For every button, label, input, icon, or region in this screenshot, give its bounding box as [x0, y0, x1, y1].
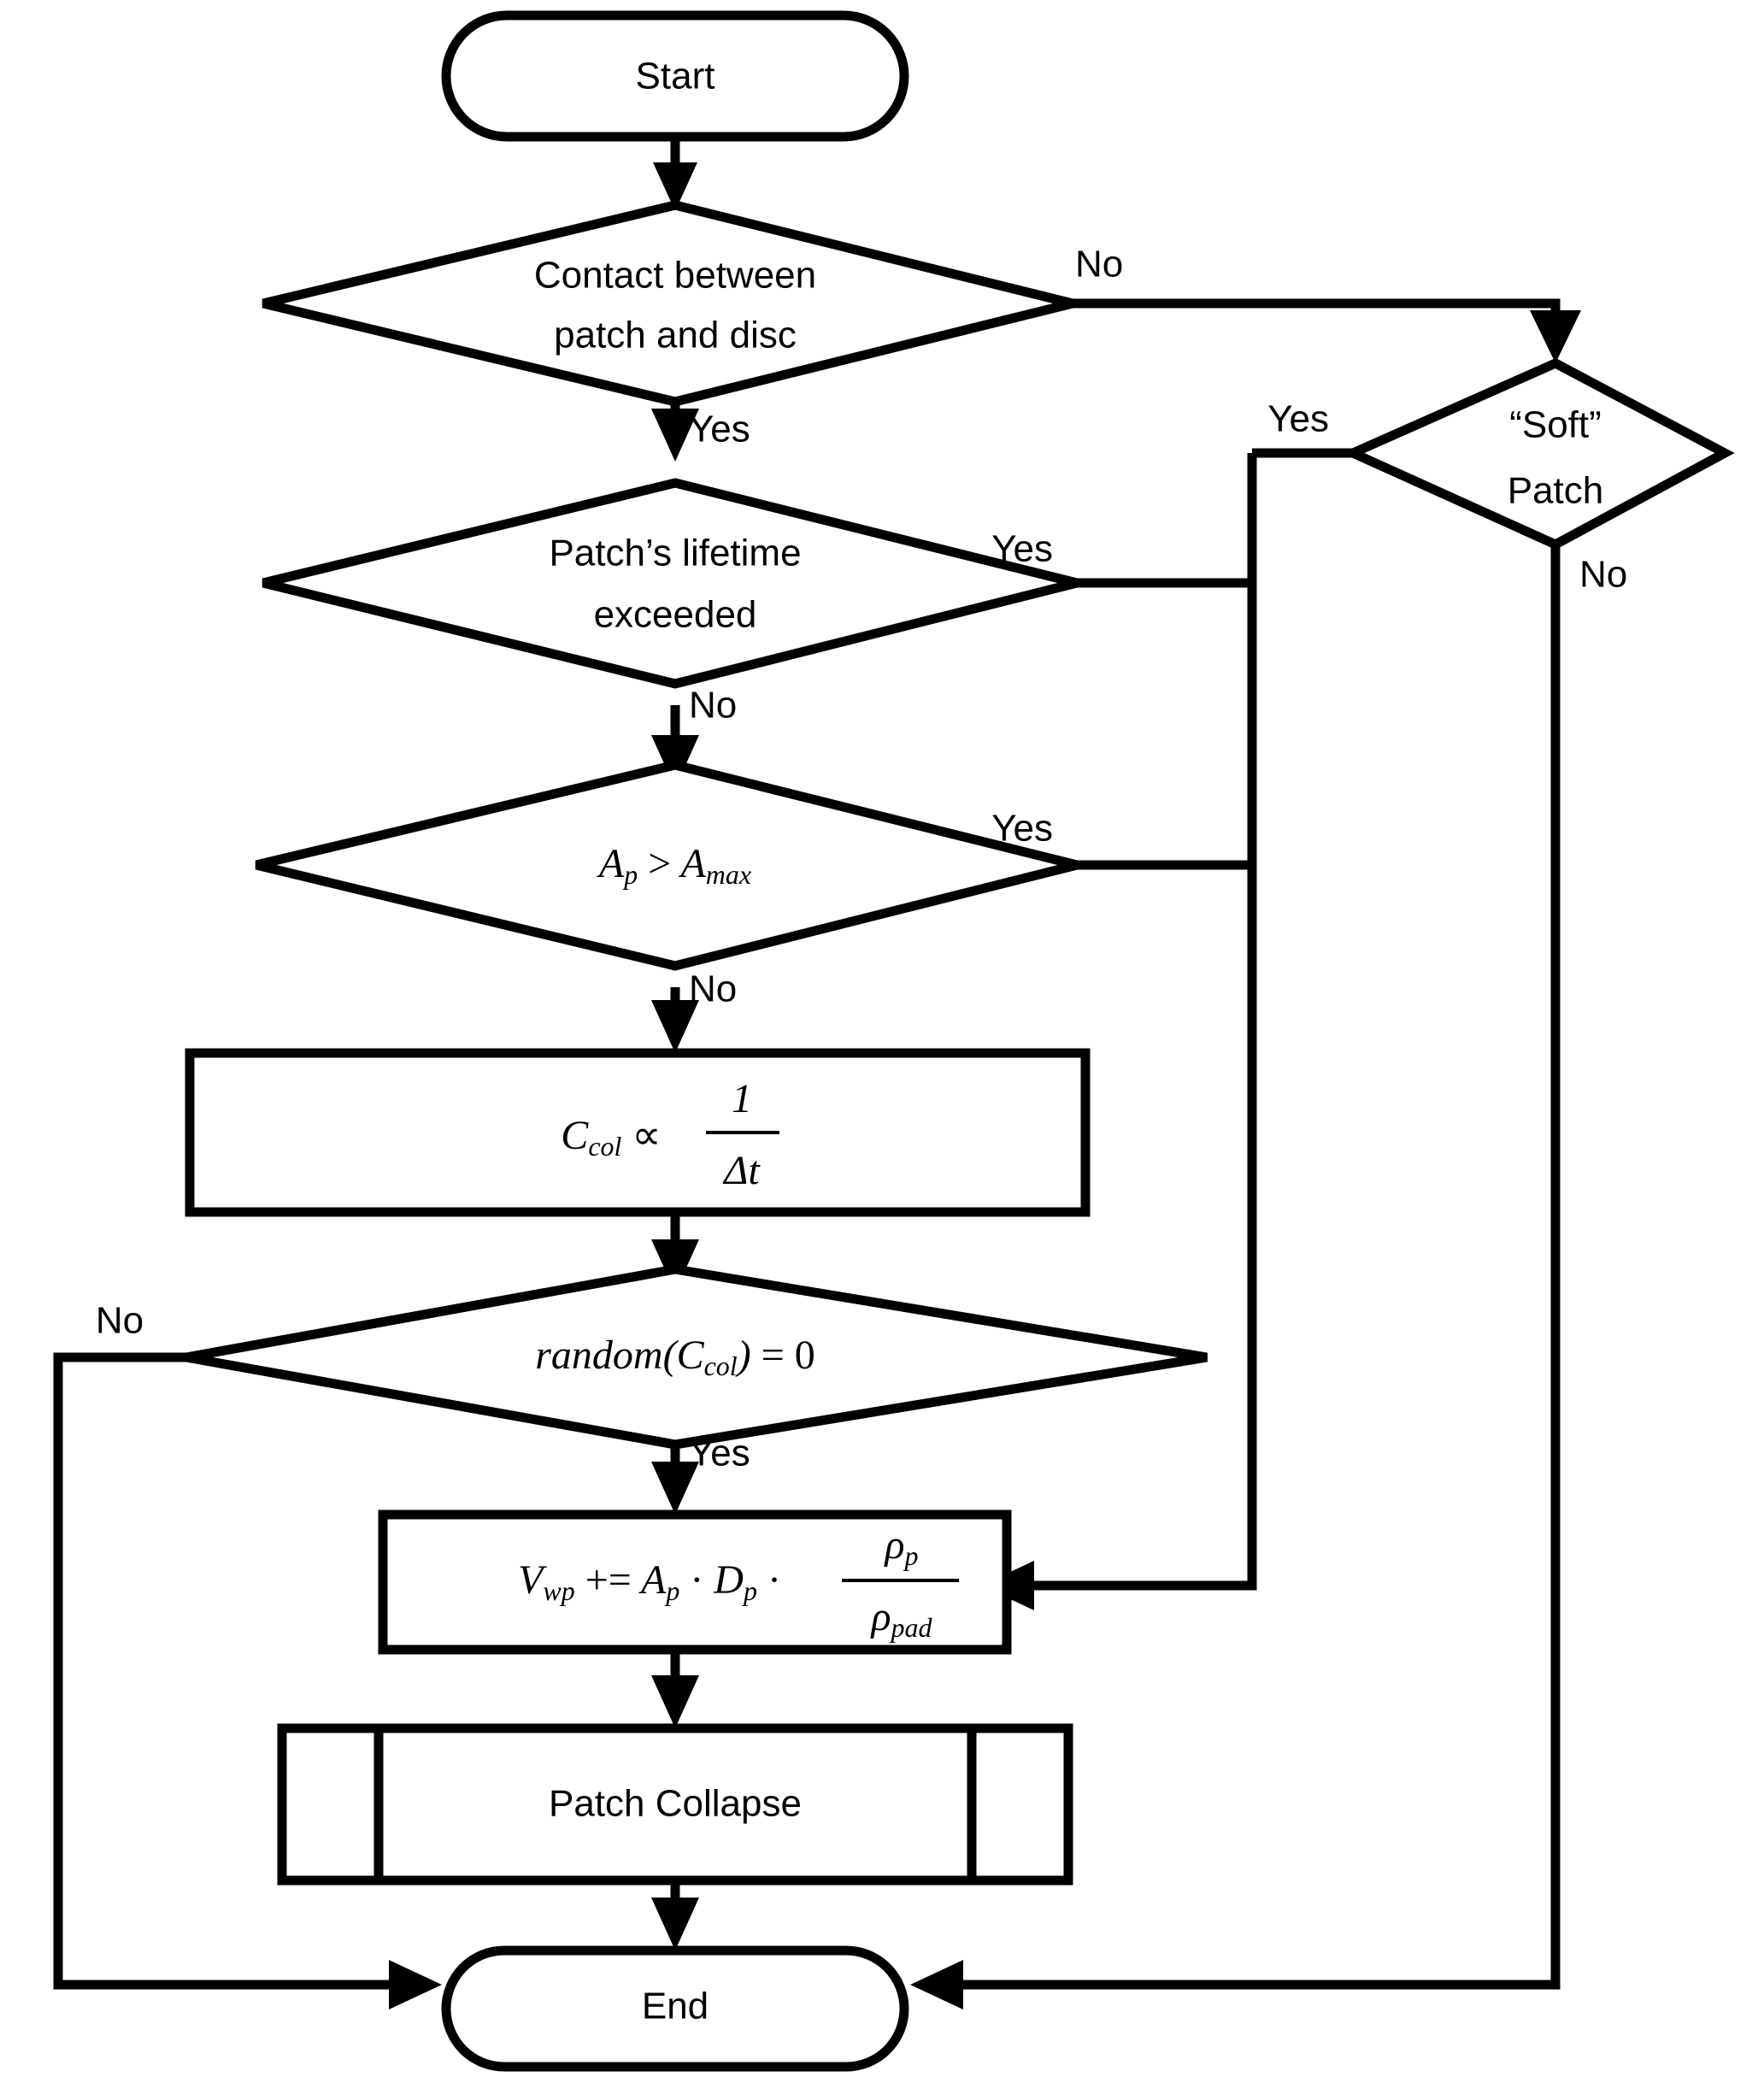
node-patch-collapse-label: Patch Collapse: [549, 1783, 802, 1825]
math-ccol-prop: ∝: [632, 1113, 661, 1158]
node-lifetime-label-line1: Patch’s lifetime: [549, 533, 801, 574]
math-area-op: >: [648, 841, 671, 886]
math-random-fn: random(: [535, 1333, 679, 1378]
math-ccol-sub: col: [588, 1131, 621, 1162]
svg-text:Vwp += Ap · Dp ·: Vwp += Ap · Dp ·: [518, 1557, 781, 1606]
svg-text:Ccol ∝: Ccol ∝: [561, 1113, 661, 1162]
edge-collapse-to-end: [651, 1880, 699, 1951]
edge-label-contact-no: No: [1075, 244, 1123, 285]
edge-label-area-no: No: [689, 968, 737, 1010]
math-vwp-rho-den: ρ: [869, 1594, 891, 1639]
edge-soft-no: No: [910, 544, 1627, 2009]
node-start[interactable]: Start: [441, 10, 909, 142]
math-vwp-dot1: ·: [690, 1557, 703, 1603]
edge-merge-column-to-vwp: [981, 453, 1257, 1610]
edge-label-lifetime-no: No: [689, 685, 737, 727]
edge-random-no: No: [53, 1300, 442, 2009]
math-vwp-dsub: p: [742, 1575, 757, 1606]
math-area-a2: A: [678, 841, 706, 886]
edge-label-random-no: No: [96, 1300, 144, 1342]
node-random-decision[interactable]: random(Ccol) = 0: [185, 1264, 1208, 1450]
math-vwp-assign: +=: [585, 1557, 632, 1603]
node-vwp-math: Vwp += Ap · Dp · ρp ρpad: [518, 1522, 959, 1643]
node-soft-patch-decision[interactable]: “Soft” Patch: [1341, 357, 1735, 550]
math-vwp-dot2: ·: [767, 1557, 781, 1603]
node-start-label: Start: [636, 56, 715, 97]
math-vwp-vsub: wp: [543, 1575, 574, 1606]
math-vwp-a: A: [638, 1557, 667, 1603]
node-random-math: random(Ccol) = 0: [535, 1333, 815, 1381]
math-vwp-d: D: [713, 1557, 744, 1603]
node-contact-label-line1: Contact between: [534, 255, 816, 297]
edge-label-contact-yes: Yes: [689, 409, 750, 450]
node-vwp-process[interactable]: Vwp += Ap · Dp · ρp ρpad: [378, 1509, 1012, 1655]
node-soft-patch-label-line2: Patch: [1508, 470, 1604, 512]
svg-text:Ap > Amax: Ap > Amax: [597, 841, 751, 890]
svg-text:random(Ccol) = 0: random(Ccol) = 0: [535, 1333, 815, 1381]
math-ccol-numerator: 1: [732, 1076, 752, 1121]
math-random-close: ): [735, 1333, 751, 1378]
math-vwp-rho-num-sub: p: [903, 1540, 919, 1571]
node-end-label: End: [642, 1986, 709, 2027]
node-soft-patch-label-line1: “Soft”: [1509, 404, 1602, 446]
math-area-sub1: p: [622, 859, 638, 890]
edge-label-soft-no: No: [1579, 554, 1627, 596]
math-ccol-denominator: Δt: [722, 1148, 761, 1193]
svg-text:ρpad: ρpad: [869, 1594, 932, 1643]
edge-label-soft-yes: Yes: [1267, 398, 1329, 440]
edge-area-no: No: [651, 968, 737, 1053]
math-vwp-rho-den-sub: pad: [890, 1612, 933, 1643]
math-random-sub: col: [704, 1350, 738, 1381]
edge-start-to-contact: [653, 137, 697, 211]
math-ccol-c: C: [561, 1113, 589, 1158]
node-lifetime-decision[interactable]: Patch’s lifetime exceeded: [262, 478, 1079, 689]
node-ccol-process[interactable]: Ccol ∝ 1 Δt: [185, 1048, 1091, 1217]
svg-text:ρp: ρp: [883, 1522, 918, 1571]
edge-contact-no: No: [1073, 244, 1581, 363]
edge-vwp-to-collapse: [651, 1650, 699, 1728]
math-vwp-rho-num: ρ: [883, 1522, 904, 1568]
math-random-eq: = 0: [761, 1333, 815, 1378]
node-contact-label-line2: patch and disc: [554, 315, 797, 356]
math-random-c: C: [677, 1333, 705, 1378]
node-area-decision[interactable]: Ap > Amax: [255, 760, 1079, 971]
math-area-a1: A: [597, 841, 625, 886]
node-area-math: Ap > Amax: [597, 841, 751, 890]
node-lifetime-label-line2: exceeded: [594, 594, 757, 636]
node-contact-decision[interactable]: Contact between patch and disc: [262, 200, 1074, 407]
math-vwp-v: V: [518, 1557, 547, 1603]
math-area-sub2: max: [706, 859, 751, 890]
edge-soft-yes: Yes: [1252, 398, 1353, 458]
math-vwp-asub: p: [664, 1575, 679, 1606]
node-patch-collapse-process[interactable]: Patch Collapse: [277, 1723, 1073, 1886]
node-ccol-math: Ccol ∝ 1 Δt: [561, 1076, 779, 1193]
node-end[interactable]: End: [441, 1945, 909, 2072]
